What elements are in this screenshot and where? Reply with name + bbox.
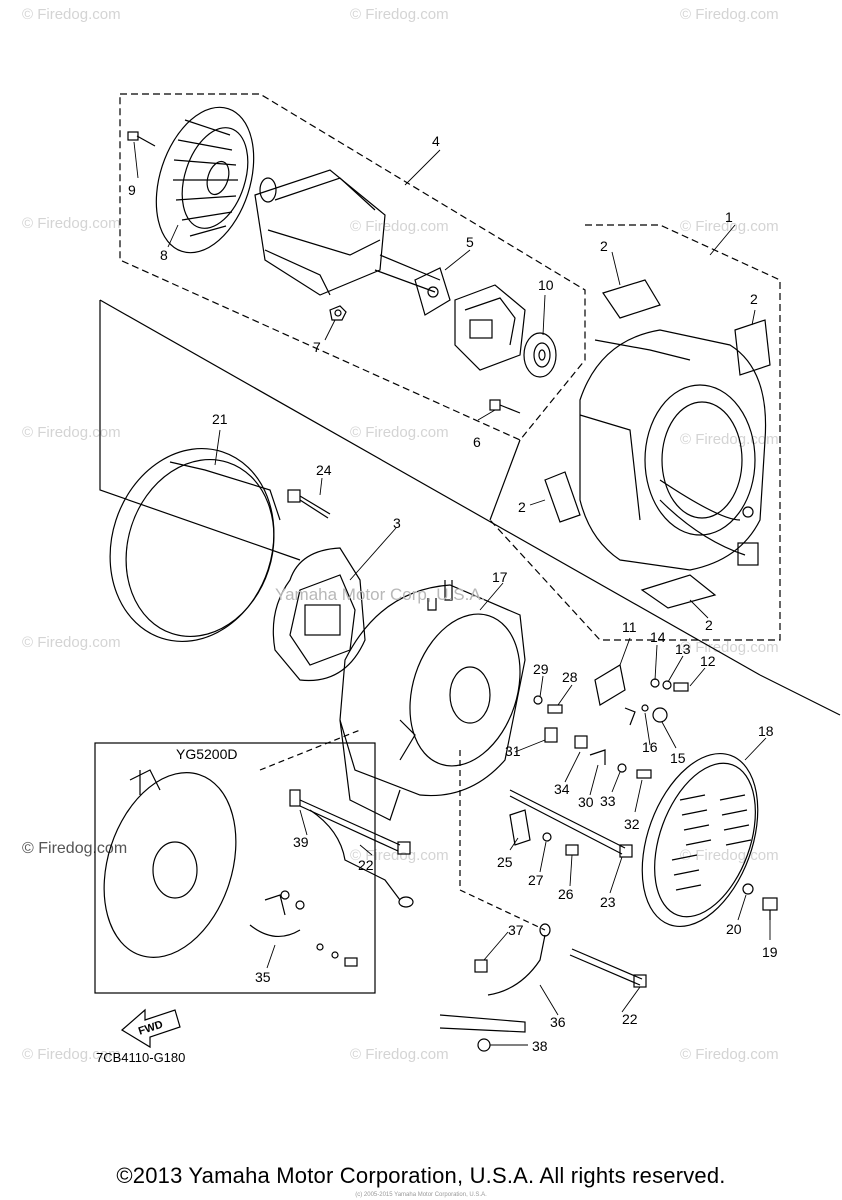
nut-7 [329,305,347,321]
callout-5: 5 [466,234,474,250]
callout-17: 17 [492,569,508,585]
bolt-24 [287,489,331,519]
callout-2: 2 [705,617,713,633]
watermark: © Firedog.com [22,424,121,441]
watermark: © Firedog.com [22,1046,121,1063]
callout-25: 25 [497,854,513,870]
bearing-10 [523,332,557,378]
watermark: © Firedog.com [350,6,449,23]
watermark: © Firedog.com [350,424,449,441]
callout-4: 4 [432,133,440,149]
inset-model-label: YG5200D [176,746,238,762]
callout-2: 2 [600,238,608,254]
callout-14: 14 [650,629,666,645]
bracket-5 [414,267,451,316]
callout-37: 37 [508,922,524,938]
callout-10: 10 [538,277,554,293]
rear-housing-17 [339,580,526,821]
bearing-housing-3 [272,547,366,682]
callout-16: 16 [642,739,658,755]
inset-housing [103,769,358,967]
parts-25-27 [509,809,579,856]
callout-7: 7 [313,339,321,355]
callout-13: 13 [675,641,691,657]
insulator-pad-2 [734,319,771,376]
callout-20: 20 [726,921,742,937]
callout-3: 3 [393,515,401,531]
callout-23: 23 [600,894,616,910]
terminal-parts [594,664,689,726]
fine-print: (c) 2005-2015 Yamaha Motor Corporation, … [355,1192,487,1198]
watermark: © Firedog.com [22,215,121,232]
callout-1: 1 [725,209,733,225]
watermark: © Firedog.com [22,6,121,23]
diagram-watermark: Yamaha Motor Corp, U.S.A. [275,585,485,604]
callout-38: 38 [532,1038,548,1054]
fwd-arrow-icon [120,1008,181,1049]
watermark: © Firedog.com [350,218,449,235]
bolt-6 [489,399,521,414]
callout-29: 29 [533,661,549,677]
cover-band-21 [109,447,281,643]
callout-22: 22 [358,857,374,873]
watermark: © Firedog.com [680,6,779,23]
callout-27: 27 [528,872,544,888]
watermark: © Firedog.com [680,1046,779,1063]
end-cover-18 [641,752,759,928]
bolt-39-22 [289,789,414,908]
through-bolt-23 [509,789,633,858]
diagram-code: 7CB4110-G180 [96,1050,186,1065]
fwd-label: FWD [137,1019,165,1038]
watermark: © Firedog.com [680,847,779,864]
bolt-19 [762,897,778,911]
group-box-1 [489,224,781,641]
callout-11: 11 [622,619,637,635]
stator-1 [579,329,767,571]
callout-9: 9 [128,182,136,198]
bolt-9 [127,131,156,147]
callout-2: 2 [750,291,758,307]
ground-wire-36 [439,923,647,1052]
callout-30: 30 [578,794,594,810]
callout-31: 31 [505,743,521,759]
callout-15: 15 [670,750,686,766]
callout-2: 2 [518,499,526,515]
callout-8: 8 [160,247,168,263]
rotor-4 [254,169,441,296]
callout-26: 26 [558,886,574,902]
group-box-4 [119,93,586,441]
watermark: © Firedog.com [22,634,121,651]
callout-36: 36 [550,1014,566,1030]
callout-18: 18 [758,723,774,739]
watermark: © Firedog.com [680,218,779,235]
callout-19: 19 [762,944,778,960]
callout-12: 12 [700,653,716,669]
small-parts-28-34 [533,695,652,779]
cooling-fan-8 [155,106,255,254]
frame-line [99,300,301,561]
brush-holder [454,284,526,371]
callout-22: 22 [622,1011,638,1027]
insulator-pad-2 [602,279,661,319]
watermark-inset: © Firedog.com [22,840,128,857]
callout-34: 34 [554,781,570,797]
callout-39: 39 [293,834,309,850]
inset-box [94,742,376,994]
insulator-pad-2 [640,574,717,609]
callout-24: 24 [316,462,332,478]
callout-28: 28 [562,669,578,685]
watermark: © Firedog.com [350,1046,449,1063]
insulator-pad-2 [544,471,581,523]
callout-33: 33 [600,793,616,809]
washer-20 [742,883,754,895]
callout-21: 21 [212,411,228,427]
callout-35: 35 [255,969,271,985]
callout-32: 32 [624,816,640,832]
callout-6: 6 [473,434,481,450]
copyright-notice: ©2013 Yamaha Motor Corporation, U.S.A. A… [116,1163,726,1188]
